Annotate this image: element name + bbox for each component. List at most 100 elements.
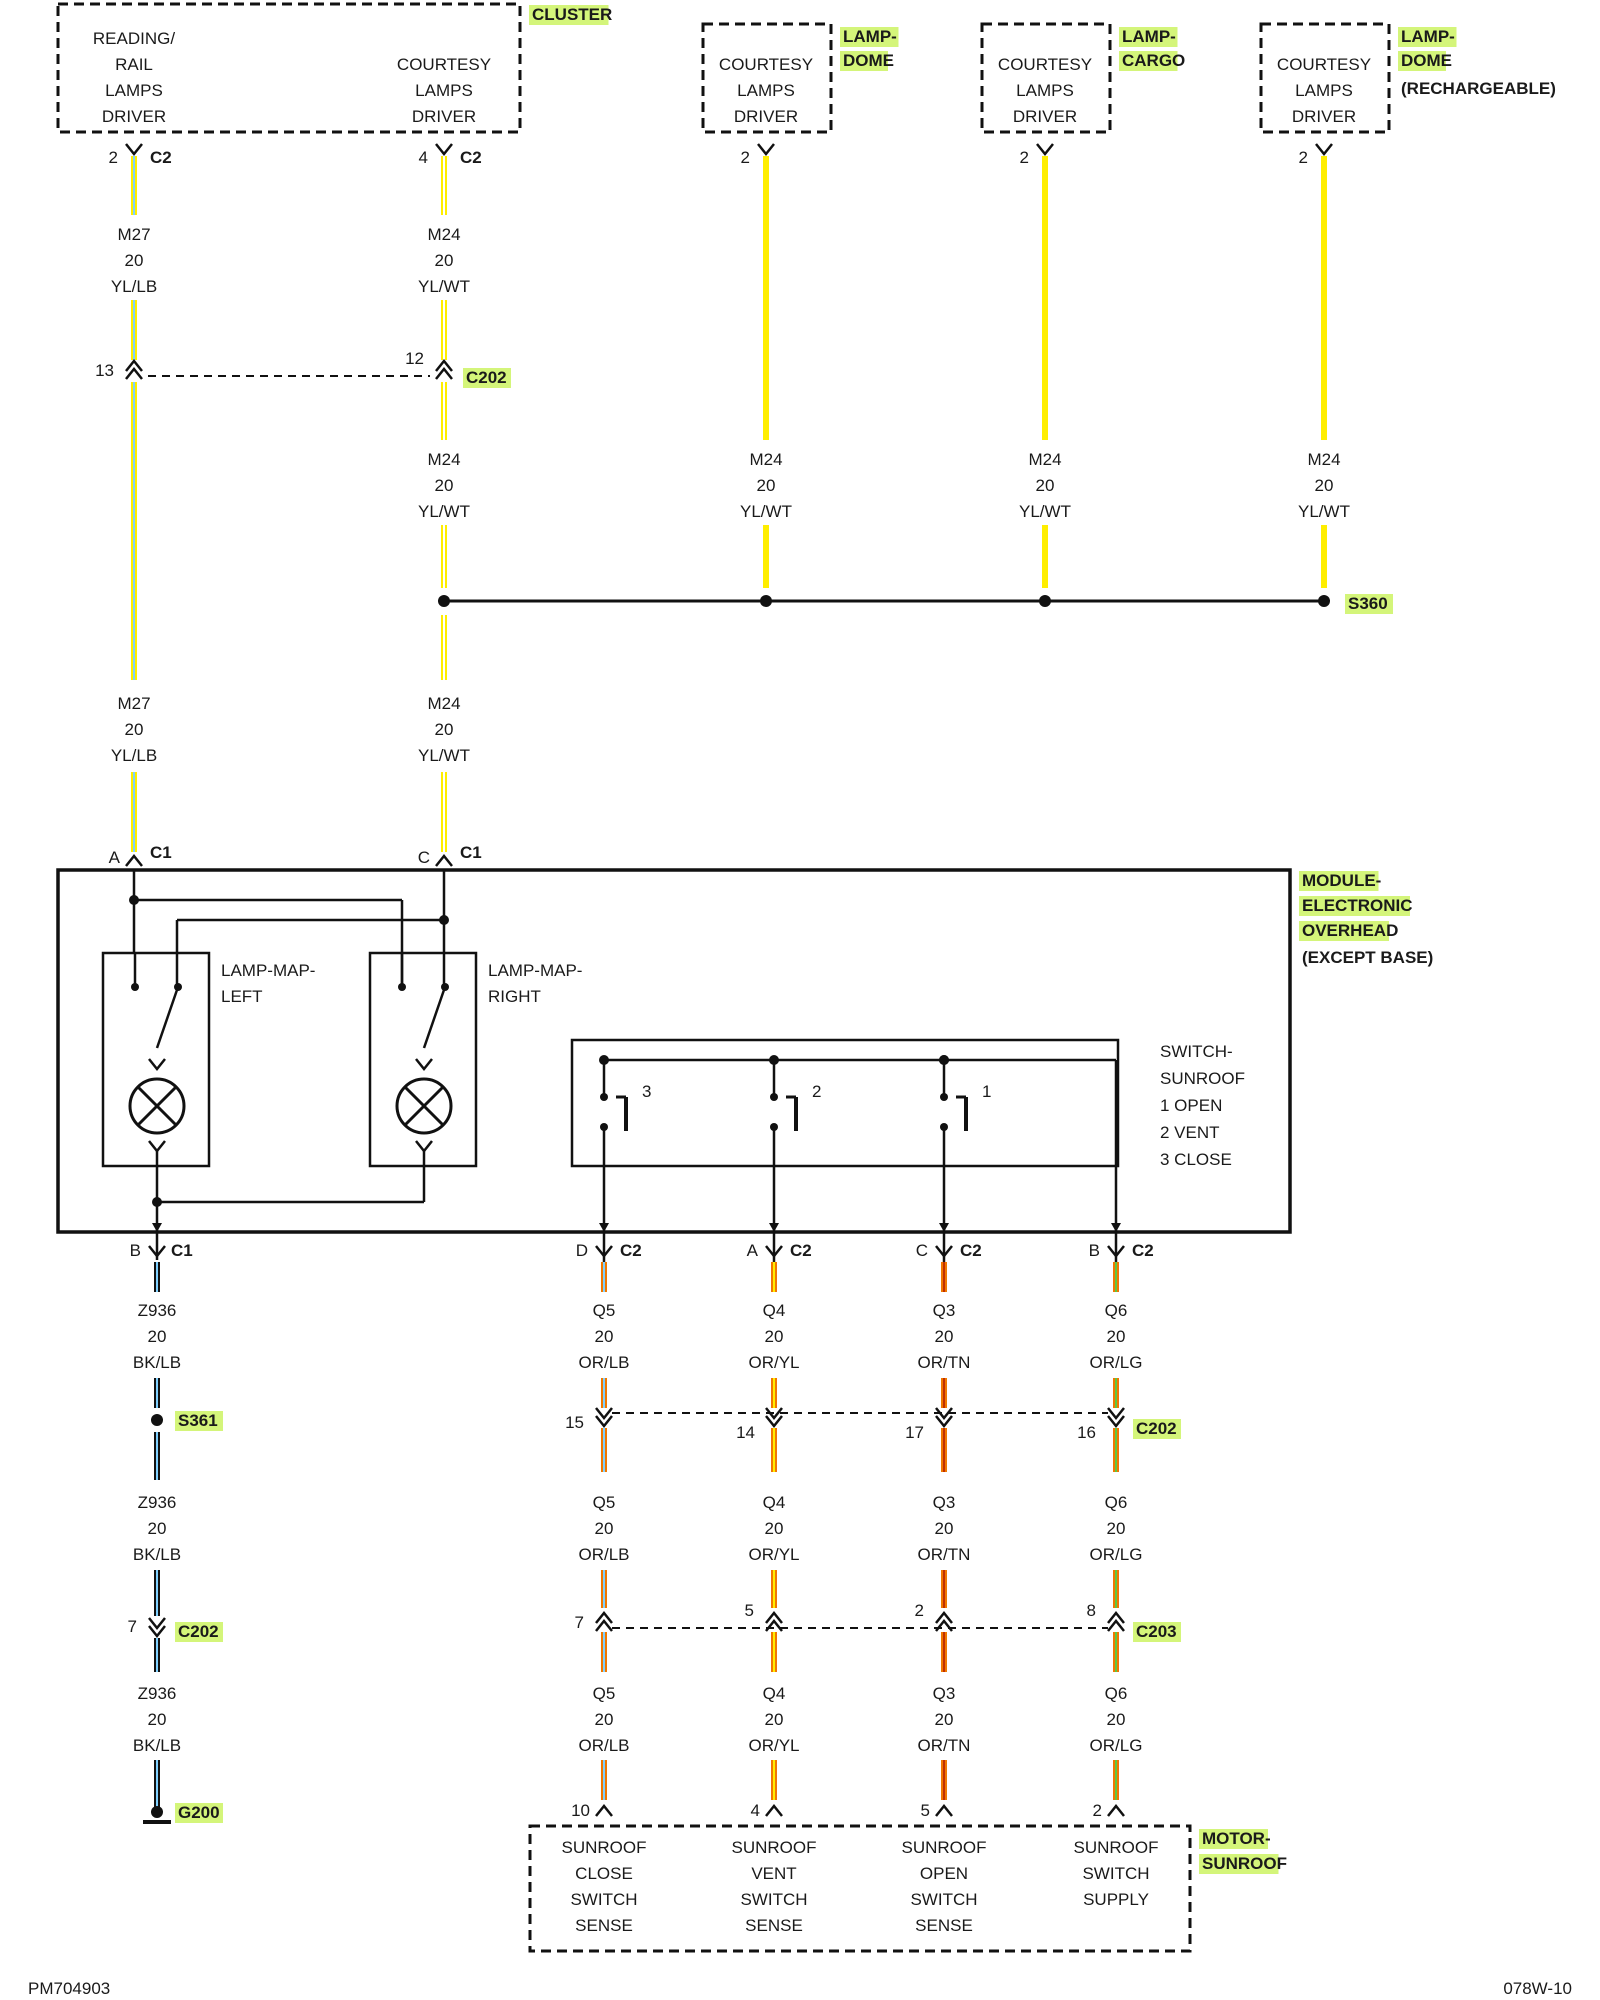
q6-motor-pin: 2 [1093,1801,1102,1820]
m27-bottom-color: YL/LB [111,746,157,765]
motor-terminal-2-3: SENSE [915,1916,973,1935]
m27-bottom-circuit: M27 [117,694,150,713]
q5-motor-pin: 10 [571,1801,590,1820]
m24-bottom-gauge: 20 [435,720,454,739]
switch-contact-top-2 [940,1093,948,1101]
c202-m24-connector [435,358,453,372]
q3-bottom-color: OR/TN [918,1736,971,1755]
m24-feed-0-circuit: M24 [749,450,782,469]
motor-terminal-0-0: SUNROOF [562,1838,647,1857]
m24-bottom-color: YL/WT [418,746,470,765]
motor-label-1-highlight [1199,1854,1279,1874]
q5-c2-connector [595,1245,613,1259]
q5-bottom-color: OR/LB [578,1736,629,1755]
motor-terminal-1-0: SUNROOF [732,1838,817,1857]
c202-m24-connector-b [435,366,453,380]
c1-c-label: C1 [460,843,482,862]
q3-c202-pin: 17 [905,1423,924,1442]
dome_r-label-0: LAMP- [1401,27,1455,46]
z936-top-circuit: Z936 [138,1301,177,1320]
c203-label: C203 [1136,1622,1177,1641]
q4-c202-connector-b [765,1415,783,1429]
overhead-extra: (EXCEPT BASE) [1302,948,1433,967]
lamp-map-right-switch-arm [422,986,447,1049]
m24-feed-1-color: YL/WT [1019,502,1071,521]
motor-terminal-1-3: SENSE [745,1916,803,1935]
g200-node [151,1806,163,1818]
q4-top-color: OR/YL [748,1353,799,1372]
motor-terminal-0-3: SENSE [575,1916,633,1935]
cargo-label-1-highlight [1119,51,1178,71]
q5-bottom-gauge: 20 [595,1710,614,1729]
lamp-map-left-bulb-x2 [136,1085,178,1127]
q3-c203-connector [935,1610,953,1624]
overhead-label-0: MODULE- [1302,871,1381,890]
dome-r-extra: (RECHARGEABLE) [1401,79,1556,98]
c1-a-pin: A [109,848,121,867]
dome-label-1-highlight [840,51,888,71]
z936-mid-color: BK/LB [133,1545,181,1564]
switch-contact-label-0: 3 [642,1082,651,1101]
cluster-label-highlight [529,5,609,25]
q6-c203-connector-b [1107,1618,1125,1632]
overhead-label-0-highlight [1299,871,1379,891]
q6-bottom-gauge: 20 [1107,1710,1126,1729]
cluster-reading-driver-3: DRIVER [102,107,166,126]
c202-bottom-label: C202 [1136,1419,1177,1438]
q6-c203-pin: 8 [1087,1601,1096,1620]
overhead-label-2: OVERHEAD [1302,921,1398,940]
q5-c202-connector [595,1407,613,1421]
overhead-label-2-highlight [1299,921,1389,941]
q4-c2-pin: A [747,1241,759,1260]
s360-node-3 [1318,595,1330,607]
lamp-map-left-label-0: LAMP-MAP- [221,961,315,980]
z936-top-gauge: 20 [148,1327,167,1346]
c1-a-connector [125,853,143,867]
m24-feed-0-gauge: 20 [757,476,776,495]
cargo-driver-0: COURTESY [998,55,1092,74]
m24-feed-2-color: YL/WT [1298,502,1350,521]
q4-c203-connector-b [765,1618,783,1632]
q4-c203-connector [765,1610,783,1624]
z936-bottom-gauge: 20 [148,1710,167,1729]
m24-feed-0-color: YL/WT [740,502,792,521]
m24-mid-gauge: 20 [435,476,454,495]
motor-terminal-1-2: SWITCH [740,1890,807,1909]
motor-label-0: MOTOR- [1202,1829,1271,1848]
m27-top-gauge: 20 [125,251,144,270]
q5-c2-label: C2 [620,1241,642,1260]
c1-b-connector [148,1245,166,1259]
top-connector-1 [435,143,453,157]
z936-mid-circuit: Z936 [138,1493,177,1512]
top-connector-3 [1036,143,1054,157]
sunroof-switch-label-3: 2 VENT [1160,1123,1220,1142]
q5-c202-connector-b [595,1415,613,1429]
q6-c2-pin: B [1089,1241,1100,1260]
m24-top-gauge: 20 [435,251,454,270]
dome_r-label-1-highlight [1398,51,1446,71]
q4-motor-pin: 4 [751,1801,760,1820]
q3-c202-connector [935,1407,953,1421]
z936-bottom-circuit: Z936 [138,1684,177,1703]
switch-contact-top-1 [770,1093,778,1101]
cluster-courtesy-driver-1: LAMPS [415,81,473,100]
q4-top-circuit: Q4 [763,1301,786,1320]
z936-c202-label-highlight [175,1622,223,1642]
dome-label-0-highlight [840,27,899,47]
q3-c203-pin: 2 [915,1601,924,1620]
q3-top-color: OR/TN [918,1353,971,1372]
q4-mid-circuit: Q4 [763,1493,786,1512]
cluster-courtesy-driver-0: COURTESY [397,55,491,74]
lamp-map-left-bulb-icon [128,1077,186,1135]
q5-mid-gauge: 20 [595,1519,614,1538]
motor-terminal-2-2: SWITCH [910,1890,977,1909]
s361-label-highlight [175,1411,223,1431]
c1-b-label: C1 [171,1241,193,1260]
dome-label-1: DOME [843,51,894,70]
q5-c203-pin: 7 [575,1613,584,1632]
top-connector-4 [1315,143,1333,157]
c1-a-label: C1 [150,843,172,862]
m24-feed-1-gauge: 20 [1036,476,1055,495]
cluster-box [56,2,522,134]
q6-bottom-circuit: Q6 [1105,1684,1128,1703]
